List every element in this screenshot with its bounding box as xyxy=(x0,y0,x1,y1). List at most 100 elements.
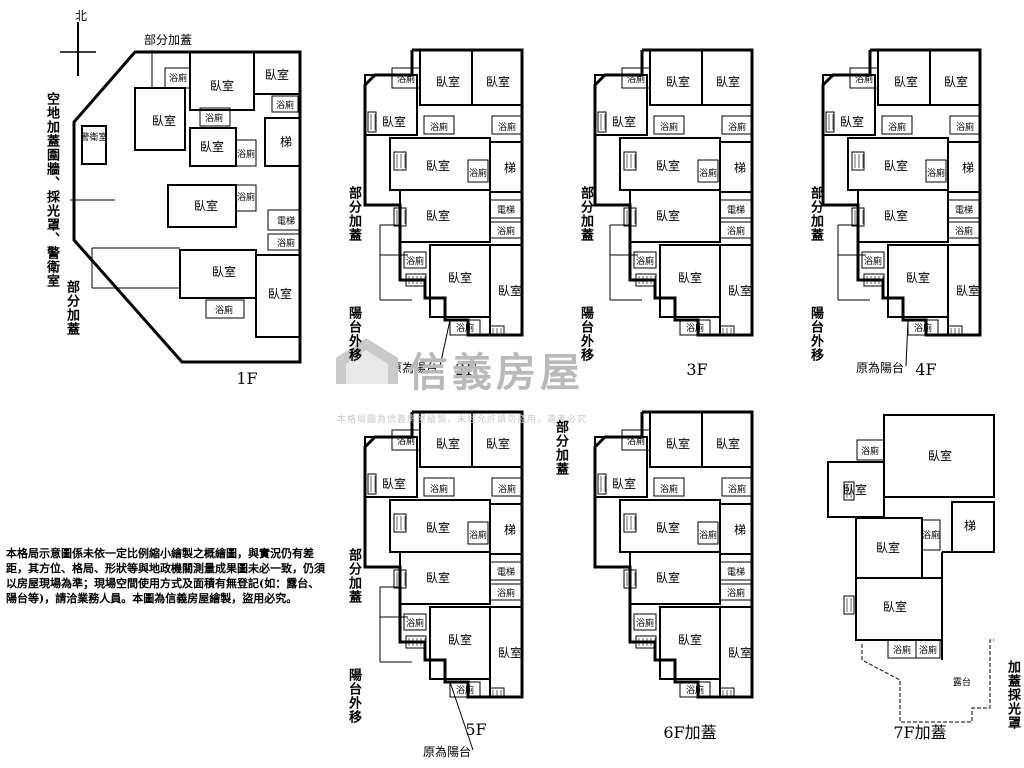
plan-1f-bath-label: 浴廁 xyxy=(237,191,255,203)
plan-4f-balcony-w-frame xyxy=(825,111,835,133)
plan-5f-bath-e xyxy=(489,583,523,601)
plan-2f-bedroom-label: 臥室 xyxy=(382,114,406,129)
plan-2f-bath-label: 浴廁 xyxy=(497,225,515,237)
plan-3f-elevator-label: 電梯 xyxy=(727,204,745,216)
plan-4f-bedroom-label: 臥室 xyxy=(894,74,918,89)
plan-5f-bath-label: 浴廁 xyxy=(498,483,516,495)
plan-6f-bath-m xyxy=(697,521,719,545)
plan-5f-bath-label: 浴廁 xyxy=(430,483,448,495)
plan-7f-bath xyxy=(856,439,885,461)
plan-7f-balcony xyxy=(843,481,855,501)
plan-1f-bath-label: 浴廁 xyxy=(215,304,233,316)
partial-addition-note-1f: 部分加蓋 xyxy=(64,280,79,336)
plan-1f-outline xyxy=(72,50,302,364)
plan-5f-bath-m xyxy=(467,521,489,545)
plan-6f-elevator xyxy=(719,561,753,581)
plan-6f-bedroom-label: 臥室 xyxy=(678,632,702,647)
plan-2f-bath-sw xyxy=(403,251,427,269)
plan-5f-annotation-line xyxy=(449,681,474,751)
plan-5f-bedroom-label: 臥室 xyxy=(436,436,460,451)
plan-6f-bath-n xyxy=(621,429,651,451)
plan-3f-bath-n xyxy=(621,67,651,89)
plan-5f-balcony-s xyxy=(489,687,505,699)
plan-6f-bedroom-label: 臥室 xyxy=(612,476,636,491)
plan-4f-stairs xyxy=(947,141,981,193)
plan-2f-annotation-line xyxy=(439,319,451,367)
plan-3f-bedroom-label: 臥室 xyxy=(656,158,680,173)
plan-4f-bath-m xyxy=(925,159,947,183)
plan-2f-bedroom-label: 臥室 xyxy=(498,283,522,298)
plan-3f-bath-label: 浴廁 xyxy=(686,322,704,334)
plan-7f-balcony-frame xyxy=(843,595,855,615)
plan-6f-balcony-m1 xyxy=(623,513,637,533)
partial-addition-note-5f-left: 部分加蓋 xyxy=(346,548,361,604)
partial-addition-note-5f-right: 部分加蓋 xyxy=(553,420,568,476)
plan-6f-bedroom-n2 xyxy=(701,411,753,468)
plan-2f-balcony-m1-frame xyxy=(393,151,407,171)
plan-3f-balcony-sw-frame xyxy=(635,273,657,287)
plan-2f-bath-c2 xyxy=(491,115,523,135)
plan-1f-bedroom-ne xyxy=(253,51,301,95)
plan-6f-bath-label: 浴廁 xyxy=(699,529,717,541)
plan-6f-bedroom-label: 臥室 xyxy=(728,645,752,660)
plan-3f-balcony-m2-frame xyxy=(623,207,637,227)
plan-6f-balcony-m1-frame xyxy=(623,513,637,533)
plan-1f-bedroom-label: 臥室 xyxy=(200,139,224,154)
plan-1f-guard-label: 警衛室 xyxy=(80,131,107,143)
plan-3f-balcony-s xyxy=(719,325,735,337)
plan-4f-balcony-m2-frame xyxy=(851,207,865,227)
plan-4f-bath-n xyxy=(849,67,879,89)
plan-2f-balcony-s-frame xyxy=(489,325,505,337)
plan-5f-balcony-w-frame xyxy=(367,473,377,495)
plan-4f-bath-c1 xyxy=(881,115,913,135)
plan-5f-bedroom-label: 臥室 xyxy=(486,436,510,451)
balcony-moved-note-3f: 陽台外移 xyxy=(578,306,593,362)
plan-5f-elevator xyxy=(489,561,523,581)
plan-4f-annotation-line xyxy=(905,319,909,367)
plan-5f-bedroom-label: 臥室 xyxy=(426,570,450,585)
plan-7f-bedroom-label: 臥室 xyxy=(883,599,907,614)
plan-6f-bedroom-label: 臥室 xyxy=(666,436,690,451)
plan-4f-balcony-sw-frame xyxy=(863,273,885,287)
plan-1f-bath xyxy=(199,107,231,127)
plan-7f-balcony-frame xyxy=(843,481,855,501)
plan-1f-stairs-label: 梯 xyxy=(280,135,292,149)
plan-1f-bedroom-label: 臥室 xyxy=(210,78,234,93)
plan-2f-stairs-label: 梯 xyxy=(504,161,516,175)
plan-3f-stairs xyxy=(719,141,753,193)
plan-4f-bath-c2 xyxy=(949,115,981,135)
plan-6f-stairs-label: 梯 xyxy=(734,523,746,537)
plan-6f-bedroom-label: 臥室 xyxy=(716,436,740,451)
plan-6f-bath-label: 浴廁 xyxy=(660,483,678,495)
plan-4f-bath-label: 浴廁 xyxy=(888,121,906,133)
plan-4f-balcony-sw xyxy=(863,273,885,287)
plan-6f-floor-label: 6F加蓋 xyxy=(663,723,716,742)
plan-2f-balcony-s xyxy=(489,325,505,337)
plan-2f-bedroom-label: 臥室 xyxy=(448,270,472,285)
plan-5f-bedroom-w xyxy=(364,436,418,498)
plan-6f-balcony-s-frame xyxy=(719,687,735,699)
plan-2f-bath-n xyxy=(391,67,421,89)
plan-2f-elevator xyxy=(489,199,523,219)
plan-1f-bedroom-label: 臥室 xyxy=(152,113,176,128)
plan-4f-balcony-w xyxy=(825,111,835,133)
plan-2f-bath-label: 浴廁 xyxy=(430,121,448,133)
plan-1f-bath xyxy=(235,139,257,167)
plan-4f-bedroom-label: 臥室 xyxy=(956,283,980,298)
plan-3f-balcony-w-frame xyxy=(597,111,607,133)
plan-4f-bedroom-label: 臥室 xyxy=(884,208,908,223)
plan-4f-bath-label: 浴廁 xyxy=(955,225,973,237)
plan-2f-bath-e xyxy=(489,221,523,239)
plan-2f-balcony-m1 xyxy=(393,151,407,171)
plan-2f-bath-label: 浴廁 xyxy=(456,322,474,334)
plan-2f-balcony-sw-frame xyxy=(405,273,427,287)
plan-1f-bedroom-label: 臥室 xyxy=(212,264,236,279)
plan-3f-bedroom-label: 臥室 xyxy=(678,270,702,285)
plan-5f-balcony-m1-frame xyxy=(393,513,407,533)
partial-addition-note-3f: 部分加蓋 xyxy=(578,186,593,242)
watermark-brand: 信義房屋 xyxy=(408,350,584,396)
plan-1f-bath-label: 浴廁 xyxy=(169,72,187,84)
plan-4f-stairs-label: 梯 xyxy=(962,161,974,175)
plan-3f-bath-sw xyxy=(633,251,657,269)
